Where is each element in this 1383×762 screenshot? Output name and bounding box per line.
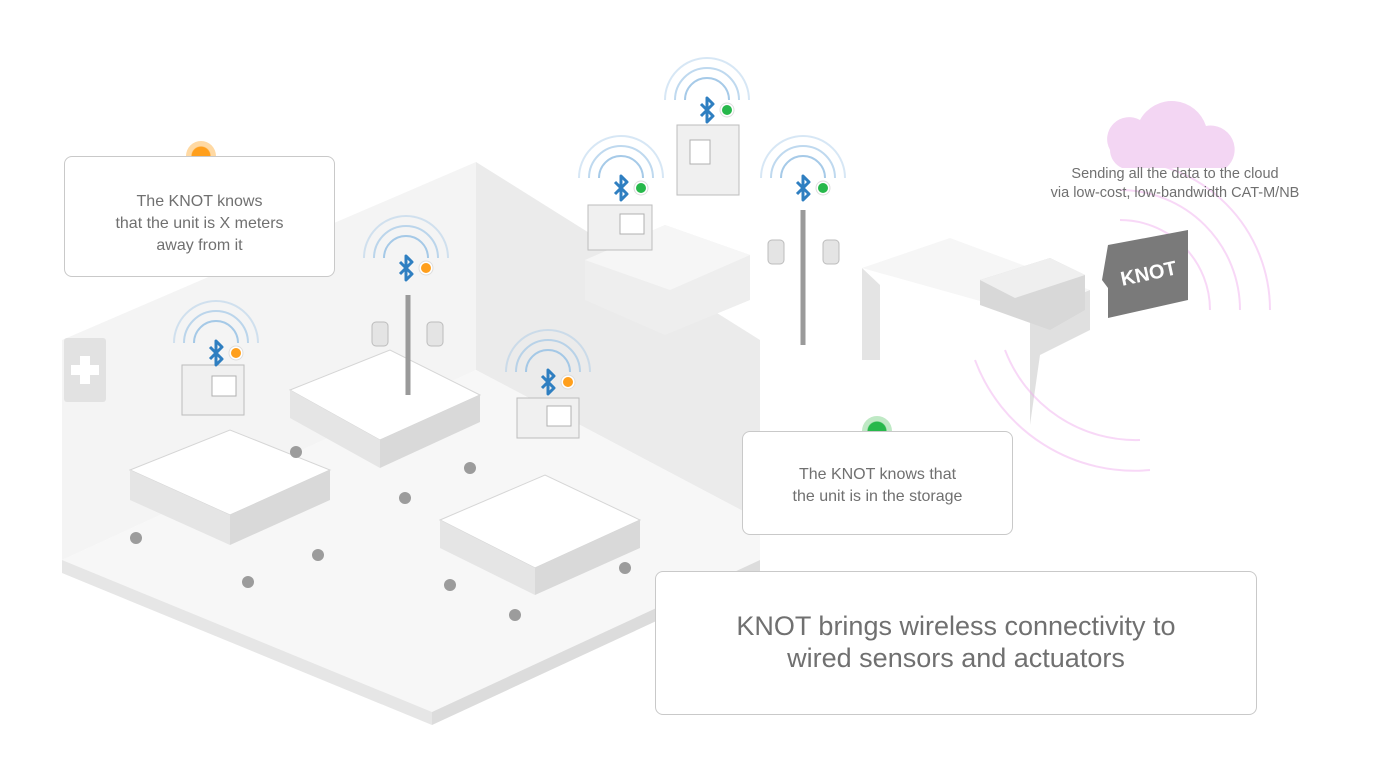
cloud-caption-line: via low-cost, low-bandwidth CAT-M/NB bbox=[1050, 185, 1300, 201]
medical-monitor bbox=[676, 124, 740, 196]
bluetooth-icon bbox=[795, 174, 811, 202]
bluetooth-devices bbox=[173, 57, 846, 396]
medical-monitor bbox=[516, 397, 580, 439]
bluetooth-icon bbox=[208, 339, 224, 367]
bluetooth-icon bbox=[398, 254, 414, 282]
status-dot-icon bbox=[636, 183, 646, 193]
bluetooth-device bbox=[578, 135, 664, 202]
wifi-waves-icon bbox=[578, 135, 664, 179]
storage-area bbox=[585, 225, 1090, 425]
wifi-waves-icon bbox=[505, 329, 591, 373]
bluetooth-icon bbox=[540, 368, 556, 396]
knot-tag: KNOT bbox=[1102, 230, 1188, 318]
callout-proximity-line: away from it bbox=[156, 237, 243, 254]
medical-monitor bbox=[181, 364, 245, 416]
headline-line: wired sensors and actuators bbox=[787, 643, 1125, 673]
bluetooth-device bbox=[664, 57, 750, 124]
hospital-bed bbox=[438, 474, 642, 621]
bluetooth-device bbox=[760, 135, 846, 202]
wifi-waves-icon bbox=[760, 135, 846, 179]
bluetooth-device bbox=[173, 300, 259, 367]
headline-callout: KNOT brings wireless connectivity to wir… bbox=[655, 571, 1257, 715]
callout-proximity: The KNOT knows that the unit is X meters… bbox=[64, 156, 335, 277]
medical-cross-icon bbox=[64, 338, 106, 402]
status-dot-icon bbox=[818, 183, 828, 193]
cloud-caption: Sending all the data to the cloud via lo… bbox=[1010, 165, 1340, 203]
headline-line: KNOT brings wireless connectivity to bbox=[736, 611, 1176, 641]
wifi-waves-icon bbox=[363, 215, 449, 259]
medical-monitor bbox=[587, 204, 653, 251]
status-dot-icon bbox=[231, 348, 241, 358]
wifi-waves-icon bbox=[173, 300, 259, 344]
callout-proximity-line: that the unit is X meters bbox=[115, 215, 284, 232]
bluetooth-icon bbox=[699, 96, 715, 124]
cloud-icon bbox=[1107, 101, 1235, 168]
wifi-waves-icon bbox=[664, 57, 750, 101]
bluetooth-device bbox=[363, 215, 449, 282]
status-dot-icon bbox=[563, 377, 573, 387]
cloud-caption-line: Sending all the data to the cloud bbox=[1071, 166, 1279, 182]
iv-pole bbox=[767, 210, 840, 345]
callout-storage: The KNOT knows that the unit is in the s… bbox=[742, 431, 1013, 535]
hospital-bed bbox=[288, 349, 482, 504]
callout-proximity-line: The KNOT knows bbox=[136, 193, 263, 210]
callout-storage-line: The KNOT knows that bbox=[798, 466, 957, 483]
bluetooth-icon bbox=[613, 174, 629, 202]
bluetooth-device bbox=[505, 329, 591, 396]
status-dot-icon bbox=[421, 263, 431, 273]
hospital-bed bbox=[128, 429, 332, 588]
callout-storage-line: the unit is in the storage bbox=[792, 488, 963, 505]
iv-pole bbox=[371, 295, 444, 395]
status-dot-icon bbox=[722, 105, 732, 115]
